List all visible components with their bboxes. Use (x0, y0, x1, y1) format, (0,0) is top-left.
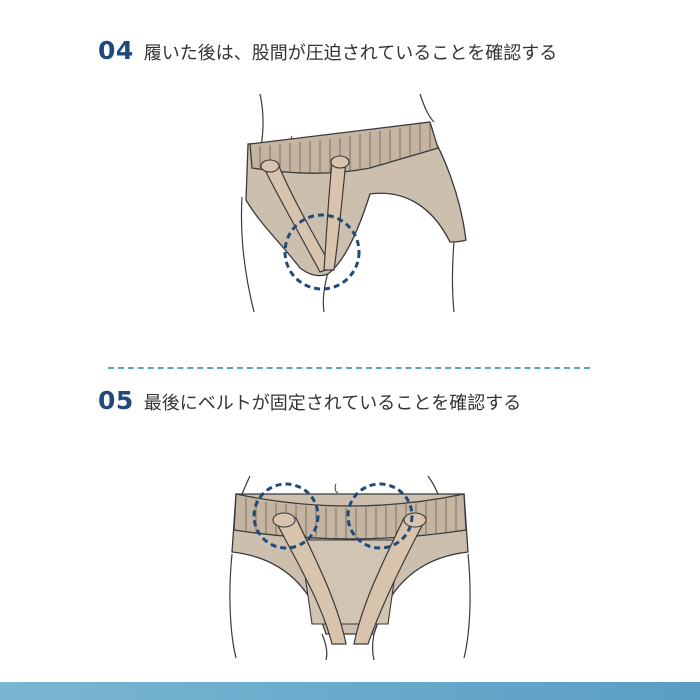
body-outline-right (419, 93, 435, 123)
waistband (249, 121, 439, 174)
waistband-ribs (259, 123, 431, 172)
highlight-circle-left (252, 482, 320, 550)
step-04-heading: 04 履いた後は、股間が圧迫されていることを確認する (98, 36, 557, 65)
body-outline-left (241, 475, 251, 495)
step-04-text: 履いた後は、股間が圧迫されていることを確認する (143, 43, 558, 64)
leg-inner-left (321, 633, 328, 660)
body-outline-right (427, 475, 439, 495)
bottom-bar (0, 682, 700, 700)
strap-left-loop (272, 512, 296, 528)
highlight-circle-right (346, 482, 414, 550)
leg-inner-line (322, 271, 329, 313)
strap-right (323, 159, 347, 271)
leg-left-outline (240, 196, 255, 313)
strap-right-loop (403, 512, 427, 528)
strap-right-loop (330, 155, 350, 169)
leg-right-outline (451, 241, 455, 313)
step-04-number: 04 (98, 36, 134, 65)
leg-inner-right (371, 633, 375, 660)
strap-left-loop (260, 159, 280, 173)
section-divider (108, 367, 590, 369)
strap-left (273, 517, 347, 645)
step-04-illustration (240, 93, 467, 313)
step-05-number: 05 (98, 386, 134, 415)
highlight-circle-crotch (283, 213, 361, 291)
step-05-illustration (229, 475, 471, 660)
leg-right-outline (463, 553, 471, 659)
step-05-heading: 05 最後にベルトが固定されていることを確認する (98, 386, 521, 415)
navel-mark (334, 483, 339, 493)
strap-right (353, 517, 427, 645)
step-05-text: 最後にベルトが固定されていることを確認する (143, 393, 522, 414)
leg-left-outline (229, 553, 237, 659)
